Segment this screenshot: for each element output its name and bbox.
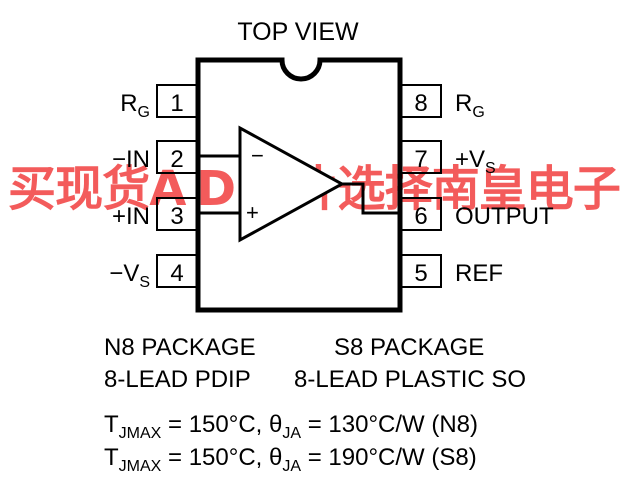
watermark-char: 货	[102, 161, 150, 217]
thermal-mid: = 150°C,	[161, 411, 269, 438]
watermark-char: 现	[55, 161, 103, 217]
thermal-theta-sub: JA	[282, 458, 301, 475]
output-wire	[342, 182, 399, 215]
watermark-char: 皇	[479, 161, 527, 217]
pin-3-label: +IN	[112, 203, 150, 230]
pin-5-label: REF	[455, 260, 503, 287]
pin-1-label-sub: G	[138, 104, 150, 121]
thermal-t: T	[104, 444, 119, 471]
pin-6-box	[400, 197, 442, 231]
pin-2-number: 2	[170, 146, 183, 173]
watermark-char: D	[196, 161, 236, 217]
thermal-end: = 190°C/W (S8)	[301, 444, 477, 471]
pin-7-label: +VS	[455, 146, 496, 177]
op-amp-triangle	[238, 125, 346, 243]
s8-package-name: S8 PACKAGE	[334, 334, 484, 361]
watermark-char: 南	[432, 161, 480, 217]
thermal-t-sub: JMAX	[119, 458, 162, 475]
thermal-theta: θ	[269, 411, 282, 438]
thermal-line-s8: TJMAX = 150°C, θJA = 190°C/W (S8)	[104, 444, 477, 475]
pin-7-label-main: +V	[455, 146, 485, 173]
watermark-char: 买	[8, 161, 56, 217]
thermal-line-n8: TJMAX = 150°C, θJA = 130°C/W (N8)	[104, 411, 478, 442]
thermal-end: = 130°C/W (N8)	[301, 411, 478, 438]
thermal-mid: = 150°C,	[161, 444, 269, 471]
plus-input-sign: +	[246, 200, 259, 225]
pin-4-box	[156, 254, 198, 288]
thermal-theta-sub: JA	[282, 425, 301, 442]
pin-8-label-sub: G	[472, 104, 484, 121]
s8-package-desc: 8-LEAD PLASTIC SO	[294, 366, 526, 393]
watermark-char: 子	[573, 161, 621, 217]
pin-8-number: 8	[414, 90, 427, 117]
thermal-t-sub: JMAX	[119, 425, 162, 442]
pin-4-label: −VS	[109, 260, 150, 291]
pin-3-box	[156, 197, 198, 231]
watermark-char: A	[149, 161, 186, 217]
watermark-char: 择	[385, 161, 434, 217]
pin-6-label: OUTPUT	[455, 203, 554, 230]
pin-5-box	[400, 254, 442, 288]
pin-7-label-sub: S	[485, 160, 496, 177]
pin-1-number: 1	[170, 90, 183, 117]
pin-7-number: 7	[414, 146, 427, 173]
watermark-char: 电	[526, 161, 574, 217]
thermal-t: T	[104, 411, 119, 438]
pin-8-label-main: R	[455, 90, 472, 117]
pin-5-number: 5	[414, 260, 427, 287]
pin-1-box	[156, 84, 198, 118]
pin-8-box	[400, 84, 442, 118]
minus-input-sign: −	[251, 143, 264, 168]
n8-package-name: N8 PACKAGE	[104, 334, 256, 361]
pin-3-number: 3	[170, 203, 183, 230]
pin-6-number: 6	[414, 203, 427, 230]
n8-package-desc: 8-LEAD PDIP	[104, 366, 251, 393]
pin-2-box	[156, 140, 198, 174]
pin-7-box	[400, 140, 442, 174]
pin-8-label: RG	[455, 90, 485, 121]
pin-2-label: −IN	[112, 146, 150, 173]
pin-1-label-main: R	[120, 90, 137, 117]
pin-1-label: RG	[120, 90, 150, 121]
pin-4-label-sub: S	[139, 274, 150, 291]
thermal-theta: θ	[269, 444, 282, 471]
package-body	[195, 57, 403, 313]
title-top-view: TOP VIEW	[237, 18, 359, 46]
pin-4-label-main: −V	[109, 260, 139, 287]
pin-4-number: 4	[170, 260, 183, 287]
